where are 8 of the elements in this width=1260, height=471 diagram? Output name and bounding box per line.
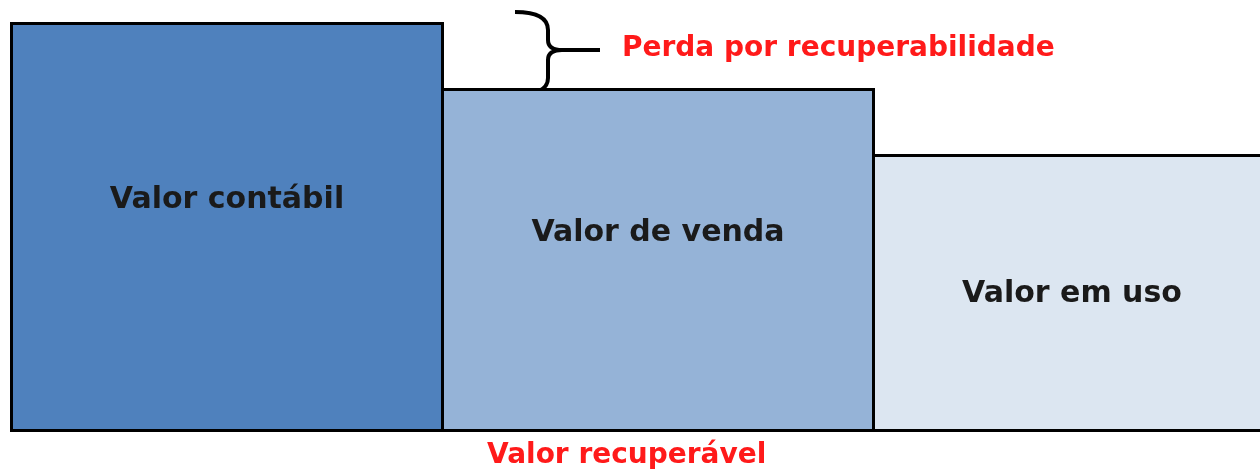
bar-label: Valor contábil [109, 179, 345, 215]
value-bar [872, 154, 1260, 432]
value-bar [441, 88, 875, 432]
bar-label: Valor em uso [962, 273, 1182, 309]
value-bar [10, 22, 444, 432]
annotation-text: Valor recuperável [487, 437, 767, 470]
bar-label: Valor de venda [531, 212, 785, 248]
annotation-text: Perda por recuperabilidade [622, 30, 1055, 63]
